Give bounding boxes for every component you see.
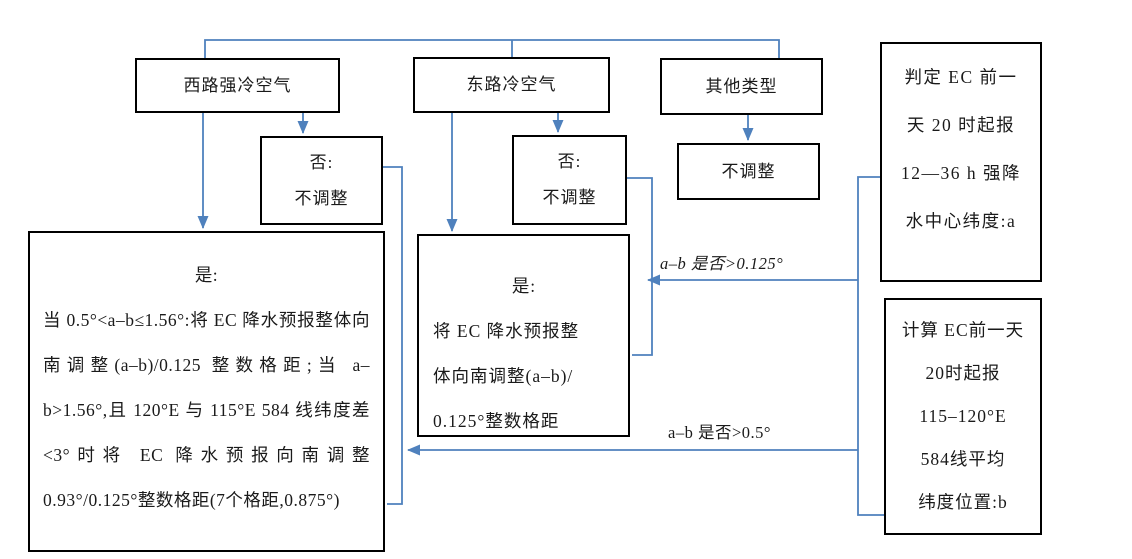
node-other-no-adjust: 不调整 xyxy=(677,143,820,200)
node-west-yes-adjustment-rule: 是: 当 0.5°<a–b≤1.56°:将 EC 降水预报整体向南调整(a–b)… xyxy=(28,231,385,552)
node-label: 其他类型 xyxy=(705,76,778,96)
calc-line: 115–120°E xyxy=(919,406,1007,426)
node-judge-ec-center-latitude-a: 判定 EC 前一 天 20 时起报 12—36 h 强降 水中心纬度:a xyxy=(880,42,1042,282)
elbow-east-no xyxy=(627,177,653,356)
judge-line: 天 20 时起报 xyxy=(906,115,1016,135)
node-west-strong-cold-air: 西路强冷空气 xyxy=(135,58,340,113)
no-label: 否: xyxy=(557,152,582,172)
node-east-no-adjust: 否: 不调整 xyxy=(512,135,627,225)
no-label: 否: xyxy=(309,152,334,172)
calc-line: 20时起报 xyxy=(925,363,1001,383)
yes-title: 是: xyxy=(511,276,537,296)
judge-line: 水中心纬度:a xyxy=(905,211,1017,231)
edge-label-ab-gt-05: a–b 是否>0.5° xyxy=(668,423,771,442)
judge-line: 判定 EC 前一 xyxy=(904,67,1018,87)
node-label: 西路强冷空气 xyxy=(183,75,292,95)
judge-line: 12—36 h 强降 xyxy=(901,163,1021,183)
elbow-west-no xyxy=(383,166,403,505)
calc-line: 纬度位置:b xyxy=(918,492,1008,512)
yes-title: 是: xyxy=(194,265,219,285)
calc-line: 584线平均 xyxy=(920,449,1006,469)
node-label: 不调整 xyxy=(721,161,776,181)
node-east-cold-air: 东路冷空气 xyxy=(413,57,610,113)
edge-label-ab-gt-0125: a–b 是否>0.125° xyxy=(660,254,784,273)
adjustment-rule-line: 0.125°整数格距 xyxy=(433,411,560,431)
node-other-type: 其他类型 xyxy=(660,58,823,115)
calc-line: 计算 EC前一天 xyxy=(901,320,1025,340)
adjustment-rule-line: 体向南调整(a–b)/ xyxy=(433,366,574,386)
no-adjust-label: 不调整 xyxy=(294,188,349,208)
node-west-no-adjust: 否: 不调整 xyxy=(260,136,383,225)
adjustment-rule-line: 将 EC 降水预报整 xyxy=(433,321,580,341)
no-adjust-label: 不调整 xyxy=(542,188,597,207)
adjustment-rule-text: 当 0.5°<a–b≤1.56°:将 EC 降水预报整体向南调整(a–b)/0.… xyxy=(43,310,370,510)
node-label: 东路冷空气 xyxy=(466,75,557,95)
node-calc-ec-584-line-latitude-b: 计算 EC前一天 20时起报 115–120°E 584线平均 纬度位置:b xyxy=(884,298,1042,535)
top-rail-line xyxy=(204,39,780,58)
node-east-yes-adjustment-rule: 是: 将 EC 降水预报整 体向南调整(a–b)/ 0.125°整数格距 xyxy=(417,234,630,437)
